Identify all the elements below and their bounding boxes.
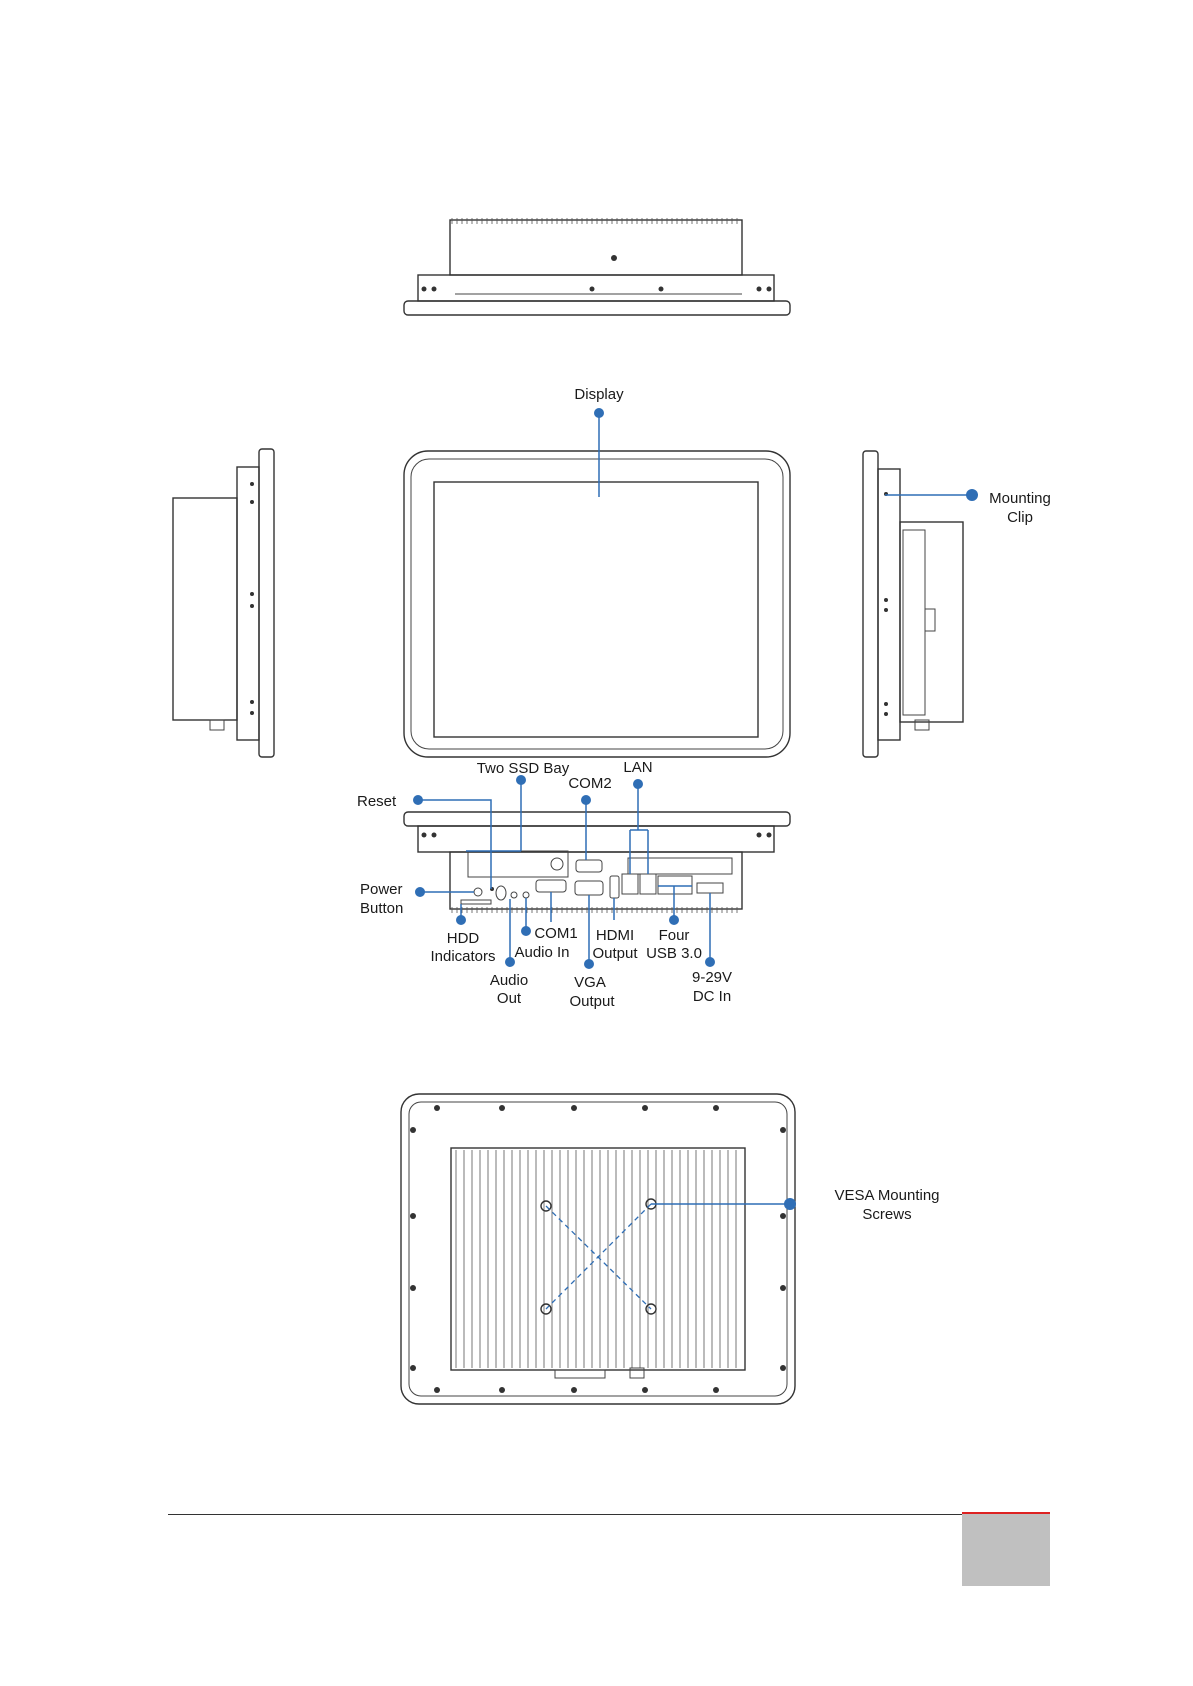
label-hdd: HDD xyxy=(447,930,480,947)
label-reset: Reset xyxy=(357,793,397,810)
ssd-bay xyxy=(468,851,568,877)
screw-icon xyxy=(434,1387,440,1393)
screw-icon xyxy=(410,1285,416,1291)
screw-icon xyxy=(434,1105,440,1111)
label-vga-output: Output xyxy=(569,993,615,1010)
callout-reset: Reset xyxy=(357,793,491,889)
label-9-29v: 9-29V xyxy=(692,969,732,986)
label-indicators: Indicators xyxy=(430,948,495,965)
label-lan: LAN xyxy=(623,759,652,776)
rear-view xyxy=(401,1094,795,1404)
screw-icon xyxy=(410,1213,416,1219)
com2-port xyxy=(576,860,602,872)
page-number-tab xyxy=(962,1512,1050,1586)
screw-icon xyxy=(571,1105,577,1111)
screw-icon xyxy=(713,1387,719,1393)
screw-icon xyxy=(410,1127,416,1133)
callout-mounting-clip: Mounting Clip xyxy=(885,489,1051,526)
callout-two-ssd-bay: Two SSD Bay xyxy=(466,760,570,851)
bottom-view-fins xyxy=(452,907,737,913)
label-clip: Clip xyxy=(1007,509,1033,526)
power-button xyxy=(474,888,482,896)
label-two-ssd-bay: Two SSD Bay xyxy=(477,760,570,777)
label-dc-in: DC In xyxy=(693,988,731,1005)
bottom-io-view xyxy=(404,812,790,913)
display-screen xyxy=(434,482,758,737)
callout-display: Display xyxy=(574,386,624,497)
screw-icon xyxy=(780,1127,786,1133)
callout-com2: COM2 xyxy=(568,775,611,860)
screw-icon xyxy=(499,1105,505,1111)
label-screws: Screws xyxy=(862,1206,911,1223)
callout-hdmi-output: HDMI Output xyxy=(592,898,638,962)
rear-view-fins xyxy=(456,1150,736,1368)
label-vesa-mounting: VESA Mounting xyxy=(834,1187,939,1204)
callout-hdd-indicators: HDD Indicators xyxy=(430,904,495,965)
label-audio-in: Audio In xyxy=(514,944,569,961)
label-hdmi: HDMI xyxy=(596,927,634,944)
screw-icon xyxy=(713,1105,719,1111)
callout-com1: COM1 xyxy=(534,892,577,942)
label-mounting: Mounting xyxy=(989,490,1051,507)
screw-icon xyxy=(642,1105,648,1111)
label-usb30: USB 3.0 xyxy=(646,945,702,962)
label-audio: Audio xyxy=(490,972,528,989)
label-out: Out xyxy=(497,990,522,1007)
com1-port xyxy=(536,880,566,892)
label-four: Four xyxy=(659,927,690,944)
label-vga: VGA xyxy=(574,974,606,991)
front-view xyxy=(404,451,790,757)
label-display: Display xyxy=(574,386,624,403)
screw-icon xyxy=(571,1387,577,1393)
hdmi-port xyxy=(610,876,619,898)
callout-four-usb: Four USB 3.0 xyxy=(646,886,702,962)
label-com1: COM1 xyxy=(534,925,577,942)
screw-icon xyxy=(642,1387,648,1393)
top-view-fins xyxy=(452,218,737,224)
dc-in-port xyxy=(697,883,723,893)
screw-icon xyxy=(410,1365,416,1371)
label-power: Power xyxy=(360,881,403,898)
callout-lan: LAN xyxy=(623,759,652,874)
label-hdmi-output: Output xyxy=(592,945,638,962)
right-side-view xyxy=(863,451,963,757)
label-button: Button xyxy=(360,900,403,917)
left-side-view xyxy=(173,449,274,757)
screw-icon xyxy=(780,1285,786,1291)
top-view xyxy=(404,218,790,315)
footer-rule xyxy=(168,1514,1050,1515)
vga-port xyxy=(575,881,603,895)
screw-icon xyxy=(780,1365,786,1371)
label-com2: COM2 xyxy=(568,775,611,792)
screw-icon xyxy=(780,1213,786,1219)
screw-icon xyxy=(499,1387,505,1393)
